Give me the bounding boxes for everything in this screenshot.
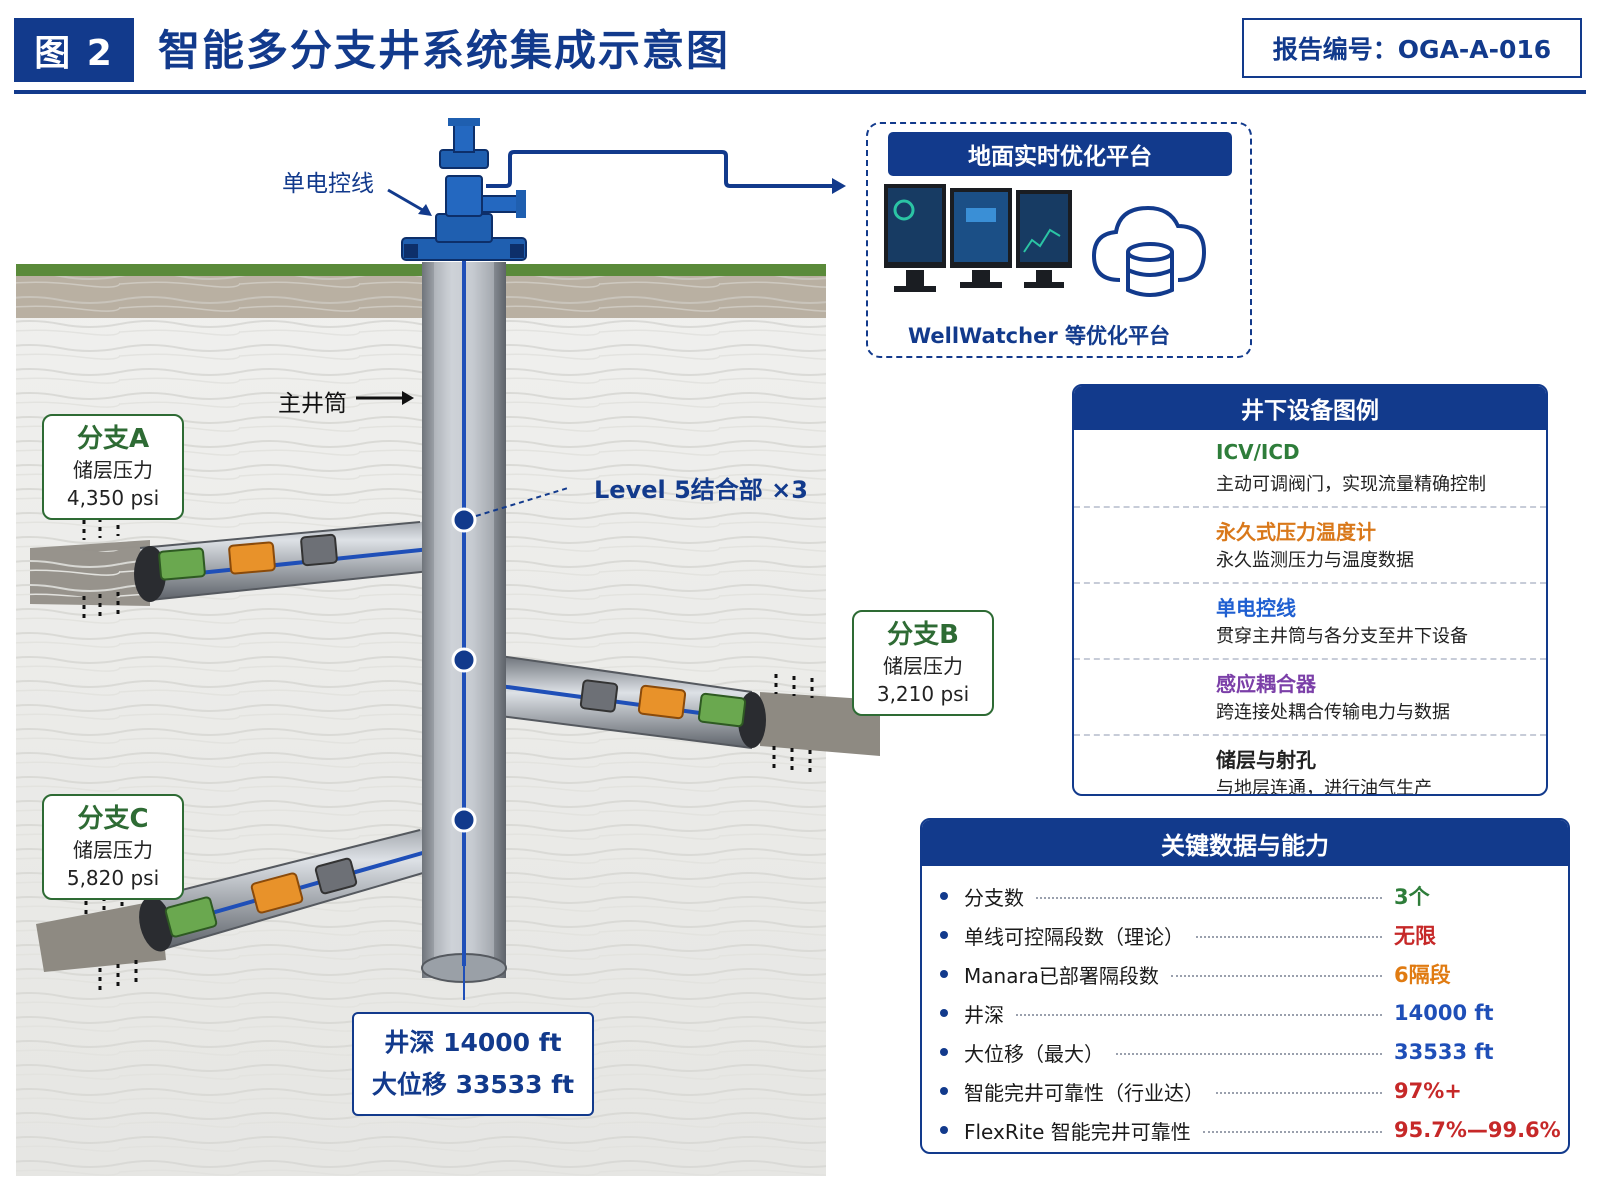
key-data-label: 大位移（最大） <box>964 1041 1104 1066</box>
legend-item-desc: 贯穿主井筒与各分支至井下设备 <box>1216 626 1468 647</box>
key-data-label: 单线可控隔段数（理论） <box>964 924 1184 949</box>
branch-b-pressure: 3,210 psi <box>876 682 970 706</box>
legend-item-icv: ICV/ICD 主动可调阀门，实现流量精确控制 <box>1074 432 1546 508</box>
bullet-icon <box>940 1126 948 1134</box>
junction-label: Level 5结合部 ×3 <box>594 476 808 504</box>
depth-card: 井深 14000 ft 大位移 33533 ft <box>352 1012 594 1116</box>
platform-title: 地面实时优化平台 <box>888 132 1232 176</box>
branch-b-card: 分支B 储层压力 3,210 psi <box>852 610 994 716</box>
depth-line: 井深 14000 ft <box>384 1028 562 1057</box>
legend-item-name: 储层与射孔 <box>1216 748 1316 772</box>
branch-c-tools <box>164 857 358 938</box>
branch-b-name: 分支B <box>887 620 959 650</box>
report-number: 报告编号：OGA-A-016 <box>1242 18 1582 78</box>
control-line-label: 单电控线 <box>282 171 374 197</box>
reservoir-a <box>30 540 150 606</box>
bullet-icon <box>940 931 948 939</box>
branch-c-name: 分支C <box>77 804 149 834</box>
key-data-row: Manara已部署隔段数 6隔段 <box>940 958 1552 990</box>
branch-c-card: 分支C 储层压力 5,820 psi <box>42 794 184 900</box>
key-data-title: 关键数据与能力 <box>922 820 1568 866</box>
bullet-icon <box>940 1009 948 1017</box>
junction-leader <box>475 487 569 517</box>
surface-platform-panel <box>866 122 1252 358</box>
legend-item-coupler: 感应耦合器 跨连接处耦合传输电力与数据 <box>1074 660 1546 736</box>
legend-item-name: 单电控线 <box>1216 596 1296 620</box>
key-data-panel: 关键数据与能力 分支数 3个 单线可控隔段数（理论） 无限 Manara已部署隔… <box>920 818 1570 1154</box>
legend-item-name: 永久式压力温度计 <box>1216 520 1376 544</box>
key-data-label: 井深 <box>964 1002 1004 1027</box>
leader-dots <box>1016 1014 1382 1016</box>
legend-item-name: 感应耦合器 <box>1216 672 1316 696</box>
legend-item-desc: 永久监测压力与温度数据 <box>1216 550 1414 571</box>
leader-dots <box>1202 1131 1382 1133</box>
page-title: 智能多分支井系统集成示意图 <box>158 26 731 75</box>
wellhead-icon <box>401 118 527 261</box>
bullet-icon <box>940 1087 948 1095</box>
key-data-value: 3个 <box>1394 885 1430 909</box>
reservoir-b <box>760 692 880 756</box>
branch-b-sub: 储层压力 <box>883 654 963 678</box>
key-data-value: 6隔段 <box>1394 963 1451 987</box>
key-data-value: 无限 <box>1394 924 1436 948</box>
main-bore-label: 主井筒 <box>278 391 347 417</box>
branch-a-pressure: 4,350 psi <box>66 486 160 510</box>
legend-item-name: ICV/ICD <box>1216 440 1300 464</box>
branch-b-tools <box>579 679 747 728</box>
key-data-label: FlexRite 智能完井可靠性 <box>964 1119 1191 1144</box>
leader-dots <box>1216 1092 1382 1094</box>
key-data-label: 分支数 <box>964 885 1024 910</box>
leader-dots <box>1196 936 1382 938</box>
branch-a-tools <box>158 533 338 581</box>
arrow-right-icon <box>832 178 846 194</box>
branch-a-card: 分支A 储层压力 4,350 psi <box>42 414 184 520</box>
key-data-label: 智能完井可靠性（行业达） <box>964 1080 1204 1105</box>
legend-item-desc: 主动可调阀门，实现流量精确控制 <box>1216 474 1486 495</box>
key-data-row: 单线可控隔段数（理论） 无限 <box>940 919 1552 951</box>
junction-nodes <box>451 507 477 833</box>
grass-surface <box>16 264 826 276</box>
key-data-row: 大位移（最大） 33533 ft <box>940 1036 1552 1068</box>
monitor-icon <box>884 184 1072 292</box>
legend-item-gauge: 永久式压力温度计 永久监测压力与温度数据 <box>1074 508 1546 584</box>
leader-dots <box>1170 975 1382 977</box>
cloud-database-icon <box>1091 205 1207 297</box>
bullet-icon <box>940 1048 948 1056</box>
key-data-label: Manara已部署隔段数 <box>964 963 1159 988</box>
surface-control-line <box>486 150 832 188</box>
key-data-row: 智能完井可靠性（行业达） 97%+ <box>940 1075 1552 1107</box>
key-data-value: 95.7%—99.6% <box>1394 1118 1561 1142</box>
legend-item-perforation: 储层与射孔 与地层连通，进行油气生产 <box>1074 736 1546 796</box>
leader-dots <box>1116 1053 1382 1055</box>
key-data-value: 33533 ft <box>1394 1040 1494 1064</box>
control-line-pointer <box>387 188 427 214</box>
equipment-legend: 井下设备图例 ICV/ICD 主动可调阀门，实现流量精确控制 永久式压力温度计 … <box>1072 384 1548 796</box>
legend-item-control-line: 单电控线 贯穿主井筒与各分支至井下设备 <box>1074 584 1546 660</box>
perforations <box>82 516 814 994</box>
header-rule <box>14 90 1586 94</box>
key-data-value: 14000 ft <box>1394 1001 1494 1025</box>
platform-caption: WellWatcher 等优化平台 <box>908 324 1170 348</box>
main-bore <box>421 176 507 1000</box>
key-data-row: 井深 14000 ft <box>940 997 1552 1029</box>
legend-title: 井下设备图例 <box>1074 386 1546 430</box>
branch-c-pressure: 5,820 psi <box>66 866 160 890</box>
key-data-value: 97%+ <box>1394 1079 1462 1103</box>
legend-item-desc: 跨连接处耦合传输电力与数据 <box>1216 702 1450 723</box>
branch-a-name: 分支A <box>76 424 150 454</box>
displacement-line: 大位移 33533 ft <box>371 1070 575 1099</box>
key-data-row: FlexRite 智能完井可靠性 95.7%—99.6% <box>940 1114 1561 1146</box>
leader-dots <box>1036 897 1382 899</box>
legend-item-desc: 与地层连通，进行油气生产 <box>1216 778 1432 796</box>
branch-c-sub: 储层压力 <box>73 838 153 862</box>
figure-badge: 图 2 <box>14 18 134 82</box>
reservoir-c <box>36 900 166 972</box>
bullet-icon <box>940 970 948 978</box>
branch-a-sub: 储层压力 <box>73 458 153 482</box>
key-data-row: 分支数 3个 <box>940 880 1552 912</box>
bullet-icon <box>940 892 948 900</box>
